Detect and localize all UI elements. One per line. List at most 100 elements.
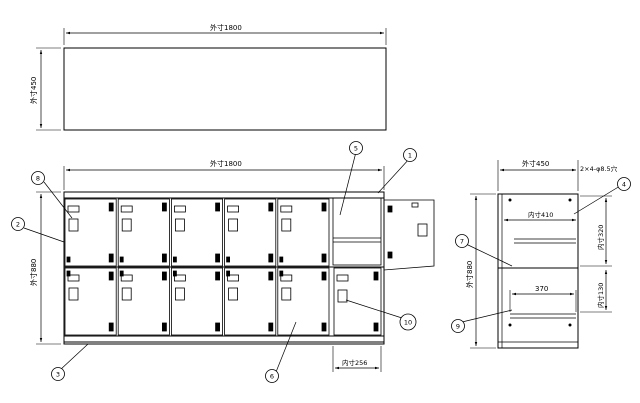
nameplate — [228, 218, 239, 232]
handle — [280, 274, 293, 282]
callout-9: 9 — [451, 319, 465, 333]
nameplate — [174, 218, 185, 232]
locker-grid — [64, 198, 382, 336]
hinge — [108, 322, 114, 332]
leader-3 — [59, 343, 89, 371]
handle — [173, 274, 186, 282]
nameplate — [68, 287, 79, 301]
leader-5 — [339, 151, 357, 216]
callout-5: 5 — [349, 141, 363, 155]
locker-door — [277, 198, 330, 267]
door-width-label: 内寸256 — [342, 358, 367, 367]
leader-7 — [465, 243, 513, 267]
callout-3: 3 — [51, 367, 65, 381]
nameplate — [281, 218, 292, 232]
hinge — [108, 202, 114, 212]
handle — [280, 205, 293, 213]
leader-10 — [345, 299, 403, 319]
handle — [227, 205, 240, 213]
hinge — [268, 271, 274, 281]
hinge — [215, 322, 221, 332]
callout-number: 1 — [408, 151, 412, 159]
nameplate — [228, 287, 239, 301]
callout-1: 1 — [403, 148, 417, 162]
hinge — [268, 253, 274, 263]
open-door — [383, 199, 435, 271]
side-height-label: 外寸880 — [465, 261, 474, 288]
hole-note: 2×4-φ8.5穴 — [580, 164, 618, 173]
hinge — [161, 253, 167, 263]
hinge — [161, 271, 167, 281]
locker-door — [277, 267, 330, 336]
handle — [120, 205, 133, 213]
side-inner-depth-label: 内寸410 — [528, 210, 553, 219]
leader-1 — [377, 157, 411, 194]
callout-number: 4 — [622, 180, 626, 188]
callout-number: 8 — [36, 174, 40, 182]
open-door-nameplate — [417, 223, 428, 237]
callout-7: 7 — [455, 234, 469, 248]
handle — [67, 205, 80, 213]
lower-inner-height-label: 内寸130 — [596, 283, 605, 308]
callout-number: 7 — [460, 237, 464, 245]
top-view — [36, 28, 387, 131]
callout-4: 4 — [617, 177, 631, 191]
hinge — [161, 202, 167, 212]
hinge — [321, 253, 327, 263]
locker-door — [117, 198, 170, 267]
hinge — [268, 202, 274, 212]
hinge — [215, 271, 221, 281]
callout-number: 9 — [456, 322, 460, 330]
top-width-label: 外寸1800 — [210, 23, 242, 32]
nameplate — [68, 218, 79, 232]
locker-door — [224, 198, 277, 267]
leader-6 — [275, 321, 297, 373]
handle — [227, 274, 240, 282]
locker-door — [117, 267, 170, 336]
nameplate — [121, 287, 132, 301]
hinge — [108, 271, 114, 281]
callout-2: 2 — [11, 217, 25, 231]
callout-10: 10 — [399, 313, 417, 331]
hinge — [161, 322, 167, 332]
callout-6: 6 — [265, 369, 279, 383]
callout-number: 5 — [354, 144, 358, 152]
plinth — [63, 335, 385, 345]
open-compartment — [332, 197, 435, 271]
hinge — [108, 253, 114, 263]
callout-number: 10 — [404, 318, 412, 326]
callout-number: 2 — [16, 220, 20, 228]
side-view — [497, 193, 579, 349]
hinge — [215, 253, 221, 263]
locker-door — [333, 267, 382, 336]
handle — [173, 205, 186, 213]
upper-inner-height-label: 内寸320 — [596, 225, 605, 250]
hinge — [268, 322, 274, 332]
callout-number: 6 — [270, 372, 274, 380]
shelf-dimension-label: 370 — [535, 285, 548, 293]
top-view-outline — [63, 47, 387, 131]
callout-number: 3 — [56, 370, 60, 378]
top-panel — [63, 191, 385, 199]
locker-door — [64, 198, 117, 267]
leader-9 — [461, 309, 513, 323]
leader-4 — [573, 185, 621, 215]
nameplate — [121, 218, 132, 232]
nameplate — [174, 287, 185, 301]
hinge — [321, 271, 327, 281]
hinge — [321, 202, 327, 212]
leader-2 — [23, 227, 65, 243]
callout-group: 1 2 3 4 5 6 7 8 9 10 — [11, 141, 631, 383]
side-depth-label: 外寸450 — [522, 159, 549, 168]
handle — [67, 274, 80, 282]
locker-door — [224, 267, 277, 336]
callout-8: 8 — [31, 171, 45, 185]
locker-door — [170, 198, 223, 267]
locker-door — [170, 267, 223, 336]
leader-8 — [43, 181, 73, 219]
locker-door — [64, 267, 117, 336]
handle — [120, 274, 133, 282]
nameplate — [281, 287, 292, 301]
top-depth-label: 外寸450 — [29, 77, 38, 104]
